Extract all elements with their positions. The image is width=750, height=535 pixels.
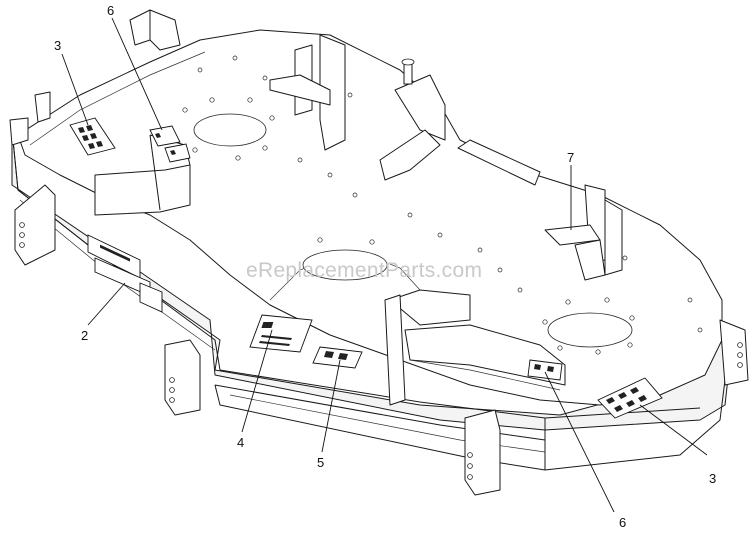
left-discharge-bracket	[9, 9, 191, 216]
watermark: eReplacementParts.com	[246, 259, 482, 282]
callout-5: 5	[317, 455, 324, 470]
spindle-hole-left	[193, 113, 267, 147]
callout-3-left: 3	[54, 38, 61, 53]
center-rear-bracket	[269, 34, 541, 186]
decal-5	[312, 346, 363, 369]
center-baffle	[384, 289, 566, 406]
spindle-hole-center	[302, 249, 388, 281]
decal-6-top	[149, 125, 191, 163]
right-bracket-7	[544, 184, 623, 281]
front-left-lift-bracket	[14, 184, 201, 416]
bolt-holes	[182, 55, 703, 355]
deck-top-plate	[17, 29, 723, 406]
decal-6-bottom	[527, 359, 563, 381]
decal-4	[249, 314, 313, 353]
decal-3-right	[597, 377, 663, 419]
callout-6-bottom: 6	[619, 515, 626, 530]
spindle-hole-right	[547, 312, 633, 348]
callout-3-right: 3	[709, 471, 716, 486]
callout-7: 7	[567, 150, 574, 165]
callout-6-top: 6	[107, 3, 114, 18]
side-decal-2	[87, 234, 163, 313]
leader-lines	[61, 17, 708, 513]
callout-4: 4	[237, 435, 244, 450]
rear-right-lift-bracket	[464, 319, 749, 496]
callout-2: 2	[81, 328, 88, 343]
